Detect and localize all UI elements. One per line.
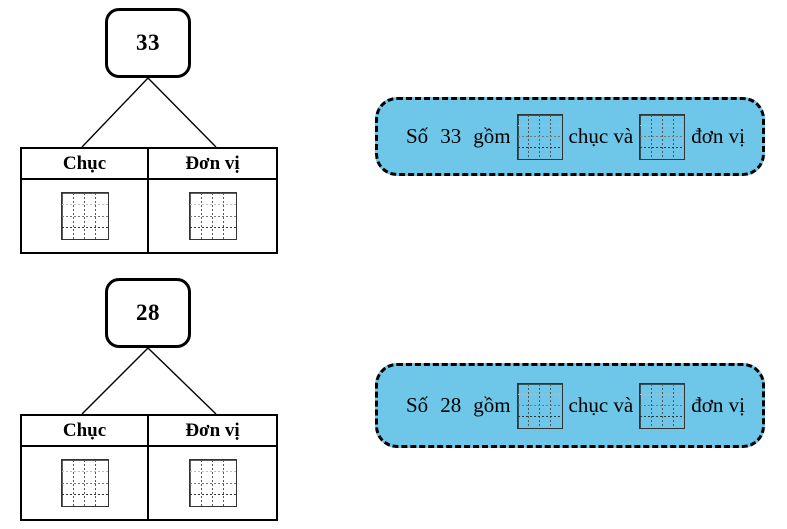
callout-verb-2: gồm <box>473 393 511 417</box>
table-body-row-1 <box>22 180 276 252</box>
callout-number-2: 28 <box>440 393 462 417</box>
table-cell-units-2[interactable] <box>149 447 276 519</box>
connector-lines-2 <box>81 348 217 415</box>
callout-answer-units-2[interactable] <box>639 382 686 429</box>
callout-tens-label-2: chục và <box>568 393 634 417</box>
answer-grid-box-tens-1[interactable] <box>60 192 109 240</box>
answer-grid-box-units-1[interactable] <box>188 192 237 240</box>
callout-tens-label-1: chục và <box>568 124 634 148</box>
table-header-units-1: Đơn vị <box>185 152 240 174</box>
number-bubble-1: 33 <box>105 8 191 78</box>
callout-verb-1: gồm <box>473 124 511 148</box>
number-bubble-value-2: 28 <box>136 300 160 325</box>
table-header-tens-2: Chục <box>22 416 149 445</box>
table-header-units-2: Đơn vị <box>185 419 240 441</box>
answer-grid-box-units-2[interactable] <box>188 459 237 507</box>
callout-number-1: 33 <box>440 124 462 148</box>
table-body-row-2 <box>22 447 276 519</box>
number-bubble-2: 28 <box>105 278 191 348</box>
callout-prefix-2: Số <box>406 393 429 417</box>
connector-lines-1 <box>81 78 217 148</box>
table-header-row-2: Chục Đơn vị <box>22 416 276 447</box>
place-value-table-2: Chục Đơn vị <box>20 414 278 521</box>
callout-answer-tens-2[interactable] <box>516 382 563 429</box>
table-cell-tens-1[interactable] <box>22 180 149 252</box>
callout-sentence-2: Số 28 gồm chục và đơn vị <box>378 382 751 429</box>
callout-box-2: Số 28 gồm chục và đơn vị <box>375 363 765 448</box>
callout-answer-tens-1[interactable] <box>516 113 563 160</box>
callout-prefix-1: Số <box>406 124 429 148</box>
place-value-table-1: Chục Đơn vị <box>20 147 278 254</box>
table-cell-tens-2[interactable] <box>22 447 149 519</box>
callout-box-1: Số 33 gồm chục và đơn vị <box>375 97 765 176</box>
answer-grid-box-tens-2[interactable] <box>60 459 109 507</box>
callout-units-label-2: đơn vị <box>691 393 745 417</box>
table-header-row-1: Chục Đơn vị <box>22 149 276 180</box>
table-cell-units-1[interactable] <box>149 180 276 252</box>
callout-answer-units-1[interactable] <box>639 113 686 160</box>
number-bubble-value-1: 33 <box>136 30 160 55</box>
table-header-tens-1: Chục <box>22 149 149 178</box>
callout-units-label-1: đơn vị <box>691 124 745 148</box>
callout-sentence-1: Số 33 gồm chục và đơn vị <box>378 113 751 160</box>
